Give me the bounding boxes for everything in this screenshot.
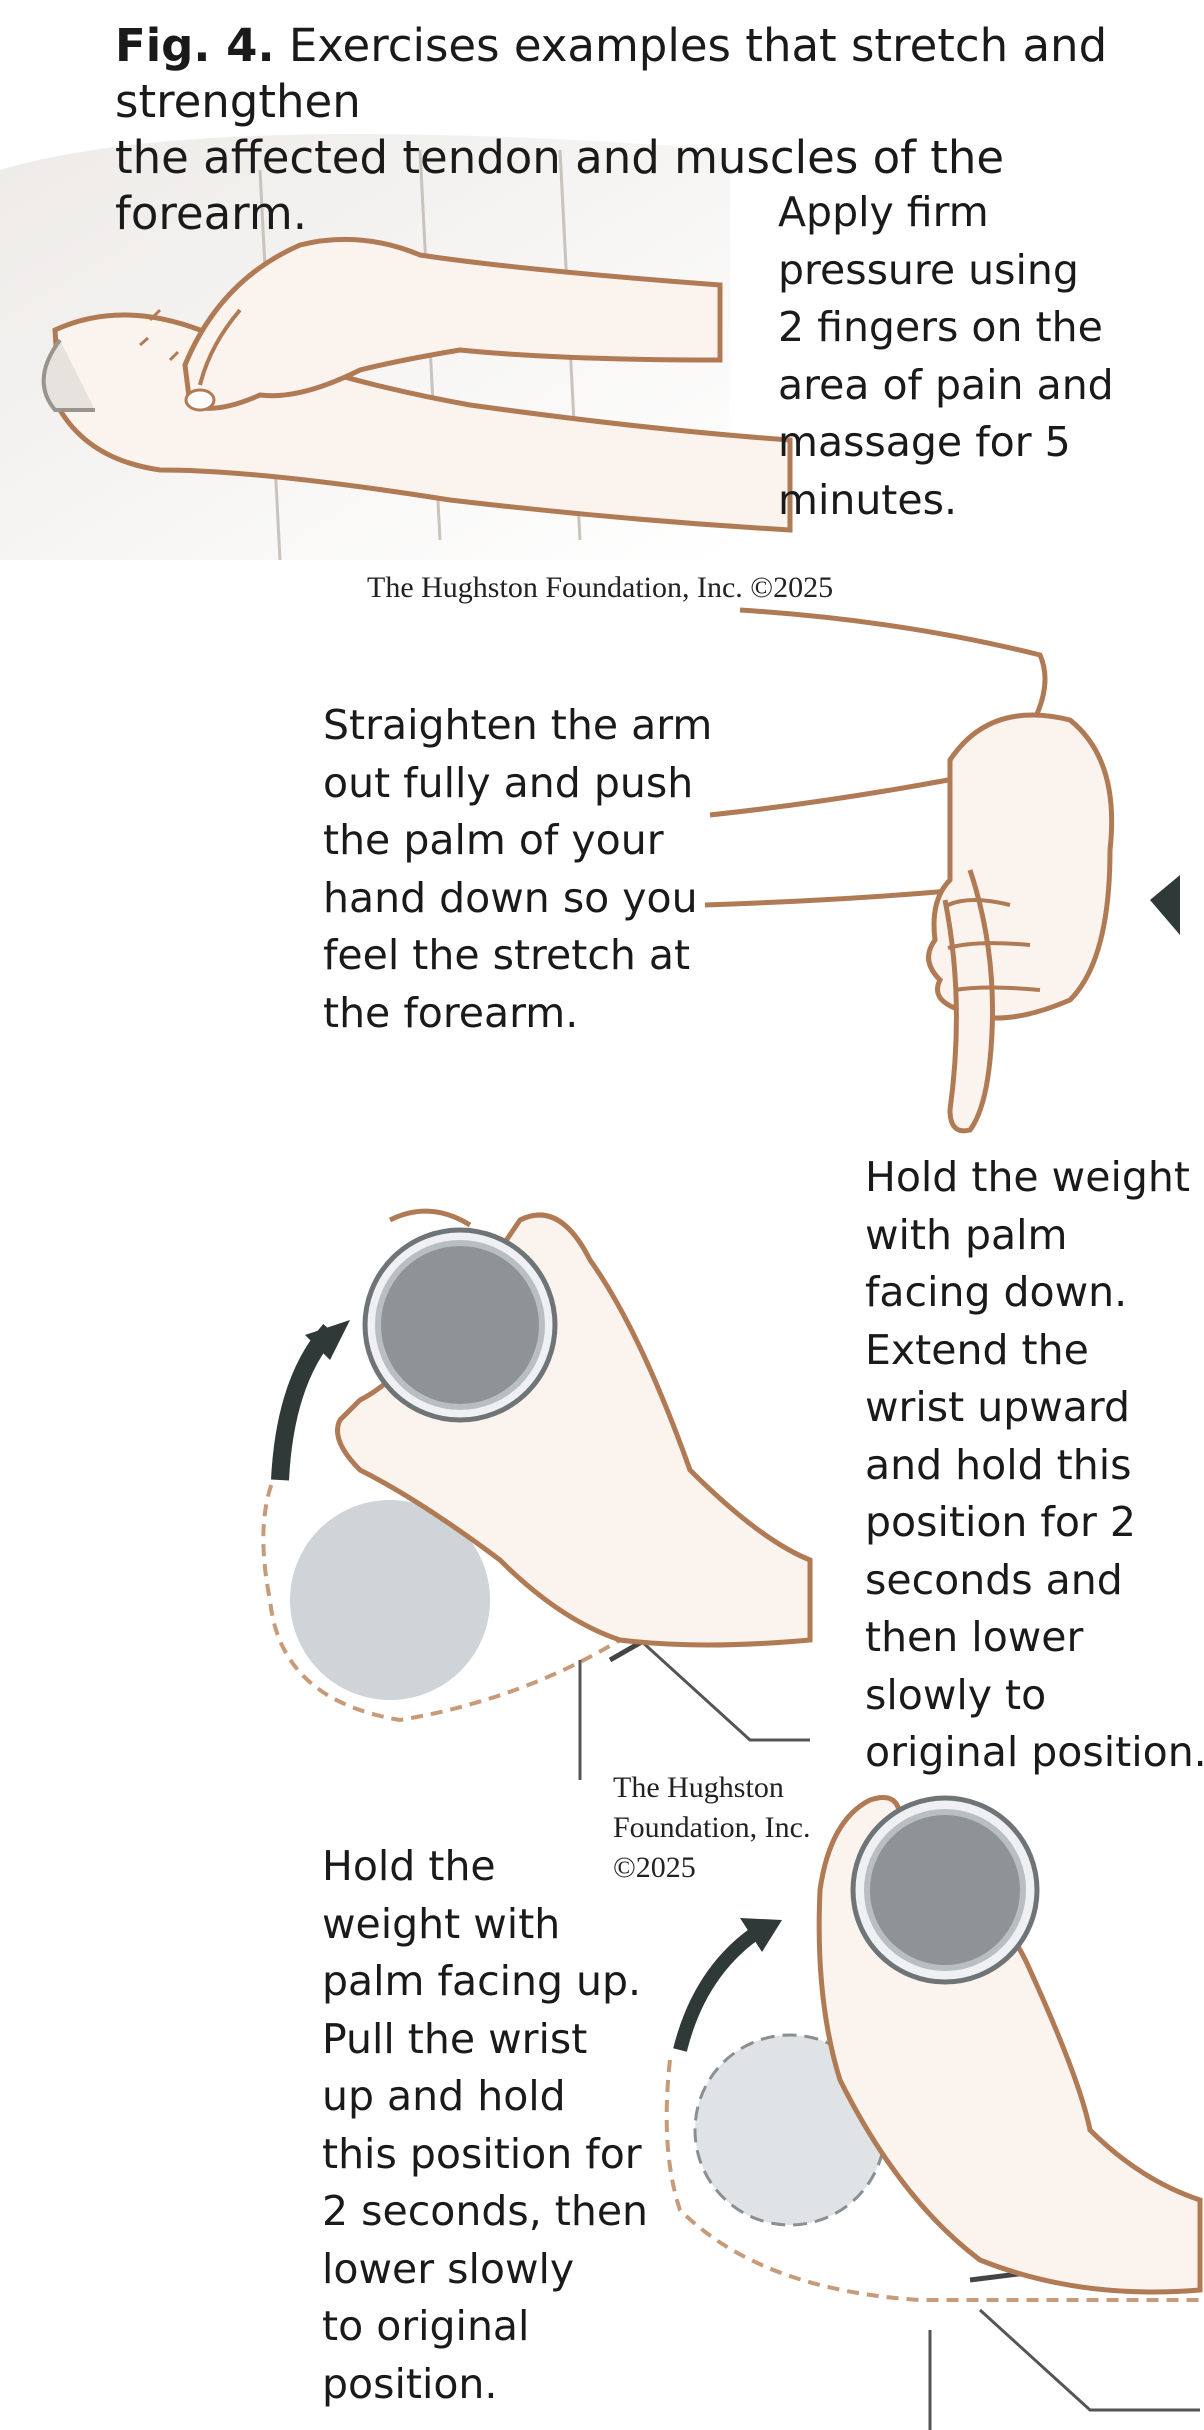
push-arrow-icon <box>1150 875 1180 935</box>
credit-line: The Hughston <box>613 1771 784 1804</box>
instruction-line: up and hold <box>322 2072 566 2120</box>
figure-title-text: Exercises examples that stretch and stre… <box>115 19 1108 128</box>
figure-label: Fig. 4. <box>115 19 275 72</box>
instruction-line: massage for 5 <box>778 418 1071 466</box>
figure-title-line2: the affected tendon and muscles of the f… <box>115 131 1005 240</box>
instruction-line: and hold this <box>865 1440 1132 1489</box>
instruction-line: Hold the <box>322 1842 496 1890</box>
instruction-line: palm facing up. <box>322 1957 642 2005</box>
instruction-line: this position for <box>322 2129 642 2178</box>
instruction-line: slowly to <box>865 1670 1047 1719</box>
motion-arrow-icon <box>673 1924 764 2052</box>
instruction-line: Apply firm <box>778 188 989 236</box>
copyright-credit: The Hughston Foundation, Inc. ©2025 <box>613 1768 810 1888</box>
instruction-line: 2 fingers on the <box>778 303 1103 351</box>
instruction-line: with palm <box>865 1210 1068 1259</box>
wrist-extension-illustration <box>261 1208 813 1780</box>
wrist-flexion-illustration <box>664 1795 1203 2430</box>
wrist-extension-instructions: Hold the weight with palm facing down. E… <box>865 1149 1204 1782</box>
instruction-line: Hold the weight <box>865 1153 1190 1201</box>
instruction-line: to original <box>322 2302 530 2350</box>
copyright-credit: The Hughston Foundation, Inc. ©2025 <box>367 571 834 604</box>
stretch-illustration <box>704 607 1180 1134</box>
instruction-line: area of pain and <box>778 360 1114 409</box>
instruction-line: the palm of your <box>323 816 664 864</box>
wrist-flexion-instructions: Hold the weight with palm facing up. Pul… <box>322 1838 648 2413</box>
massage-illustration <box>0 134 793 561</box>
instruction-line: the forearm. <box>323 988 579 1037</box>
instruction-line: 2 seconds, then <box>322 2187 649 2235</box>
instruction-line: feel the stretch at <box>323 931 691 979</box>
instruction-line: Straighten the arm <box>323 701 713 749</box>
instruction-line: pressure using <box>778 245 1079 294</box>
figure-title: Fig. 4. Exercises examples that stretch … <box>115 18 1185 242</box>
instruction-line: Extend the <box>865 1325 1089 1374</box>
massage-instructions: Apply firm pressure using 2 fingers on t… <box>778 184 1114 529</box>
stretch-instructions: Straighten the arm out fully and push th… <box>323 697 712 1042</box>
instruction-line: position for 2 <box>865 1498 1136 1546</box>
instruction-line: out fully and push <box>323 758 694 807</box>
credit-line: ©2025 <box>613 1851 696 1884</box>
instruction-line: position. <box>322 2359 498 2408</box>
instruction-line: lower slowly <box>322 2244 575 2293</box>
instruction-line: original position. <box>865 1728 1204 1776</box>
instruction-line: weight with <box>322 1899 561 1948</box>
instruction-line: wrist upward <box>865 1383 1131 1431</box>
instruction-line: then lower <box>865 1613 1084 1661</box>
instruction-line: hand down so you <box>323 873 698 922</box>
instruction-line: Pull the wrist <box>322 2014 588 2063</box>
instruction-line: seconds and <box>865 1555 1123 1604</box>
instruction-line: minutes. <box>778 475 957 524</box>
instruction-line: facing down. <box>865 1268 1128 1316</box>
credit-line: Foundation, Inc. <box>613 1811 811 1844</box>
